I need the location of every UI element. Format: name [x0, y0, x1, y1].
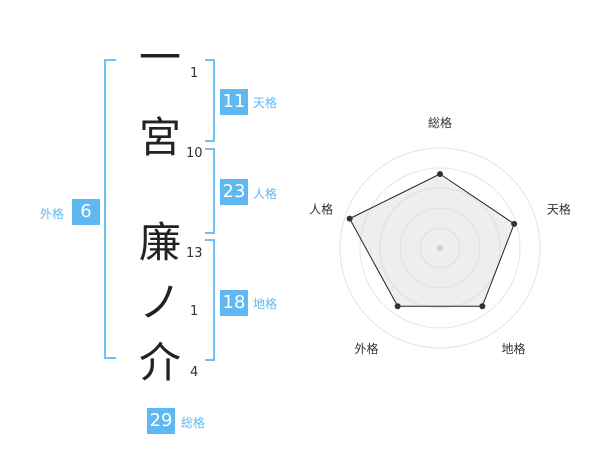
gaikaku-bracket-bottom: [104, 299, 116, 359]
chikaku-label: 地格: [253, 297, 278, 311]
radar-axis-label: 人格: [309, 201, 333, 216]
chikaku-value-badge: 18: [220, 290, 248, 316]
radar-data-point: [394, 303, 401, 310]
soukaku-value-badge: 29: [147, 408, 175, 434]
tenkaku-label: 天格: [253, 96, 278, 110]
tenkaku-bracket: [205, 59, 215, 142]
radar-axis-label: 天格: [547, 201, 571, 216]
tenkaku-value-badge: 11: [220, 89, 248, 115]
radar-center-point: [437, 245, 443, 251]
name-char-2: 宮: [138, 113, 181, 162]
radar-data-point: [437, 171, 443, 177]
radar-axis-label: 地格: [501, 341, 525, 356]
name-char-1: 一: [138, 33, 181, 82]
soukaku-label: 総格: [181, 416, 206, 430]
gaikaku-label: 外格: [40, 207, 65, 221]
radar-ring: [359, 167, 521, 329]
radar-axis-label: 総格: [428, 115, 452, 130]
radar-data-point: [346, 215, 353, 222]
radar-data-polygon: [348, 173, 515, 307]
jinkaku-bracket: [205, 148, 215, 234]
jinkaku-value-badge: 23: [220, 179, 248, 205]
stroke-count-5: 4: [190, 365, 199, 380]
radar-ring: [399, 207, 481, 289]
radar-ring: [419, 227, 461, 269]
stroke-count-2: 10: [186, 146, 203, 161]
name-char-3: 廉: [138, 218, 181, 267]
radar-data-point: [479, 303, 486, 310]
gaikaku-bracket-top: [104, 59, 116, 301]
radar-axis-label: 外格: [355, 341, 379, 356]
radar-ring: [379, 187, 501, 309]
stroke-count-3: 13: [186, 246, 203, 261]
stroke-count-1: 1: [190, 66, 199, 81]
name-char-5: 介: [138, 338, 181, 387]
chikaku-bracket: [205, 239, 215, 361]
name-char-4: ノ: [138, 278, 181, 327]
stroke-count-4: 1: [190, 304, 199, 319]
radar-data-point: [511, 220, 518, 227]
jinkaku-label: 人格: [253, 187, 278, 201]
gaikaku-value-badge: 6: [72, 199, 100, 225]
